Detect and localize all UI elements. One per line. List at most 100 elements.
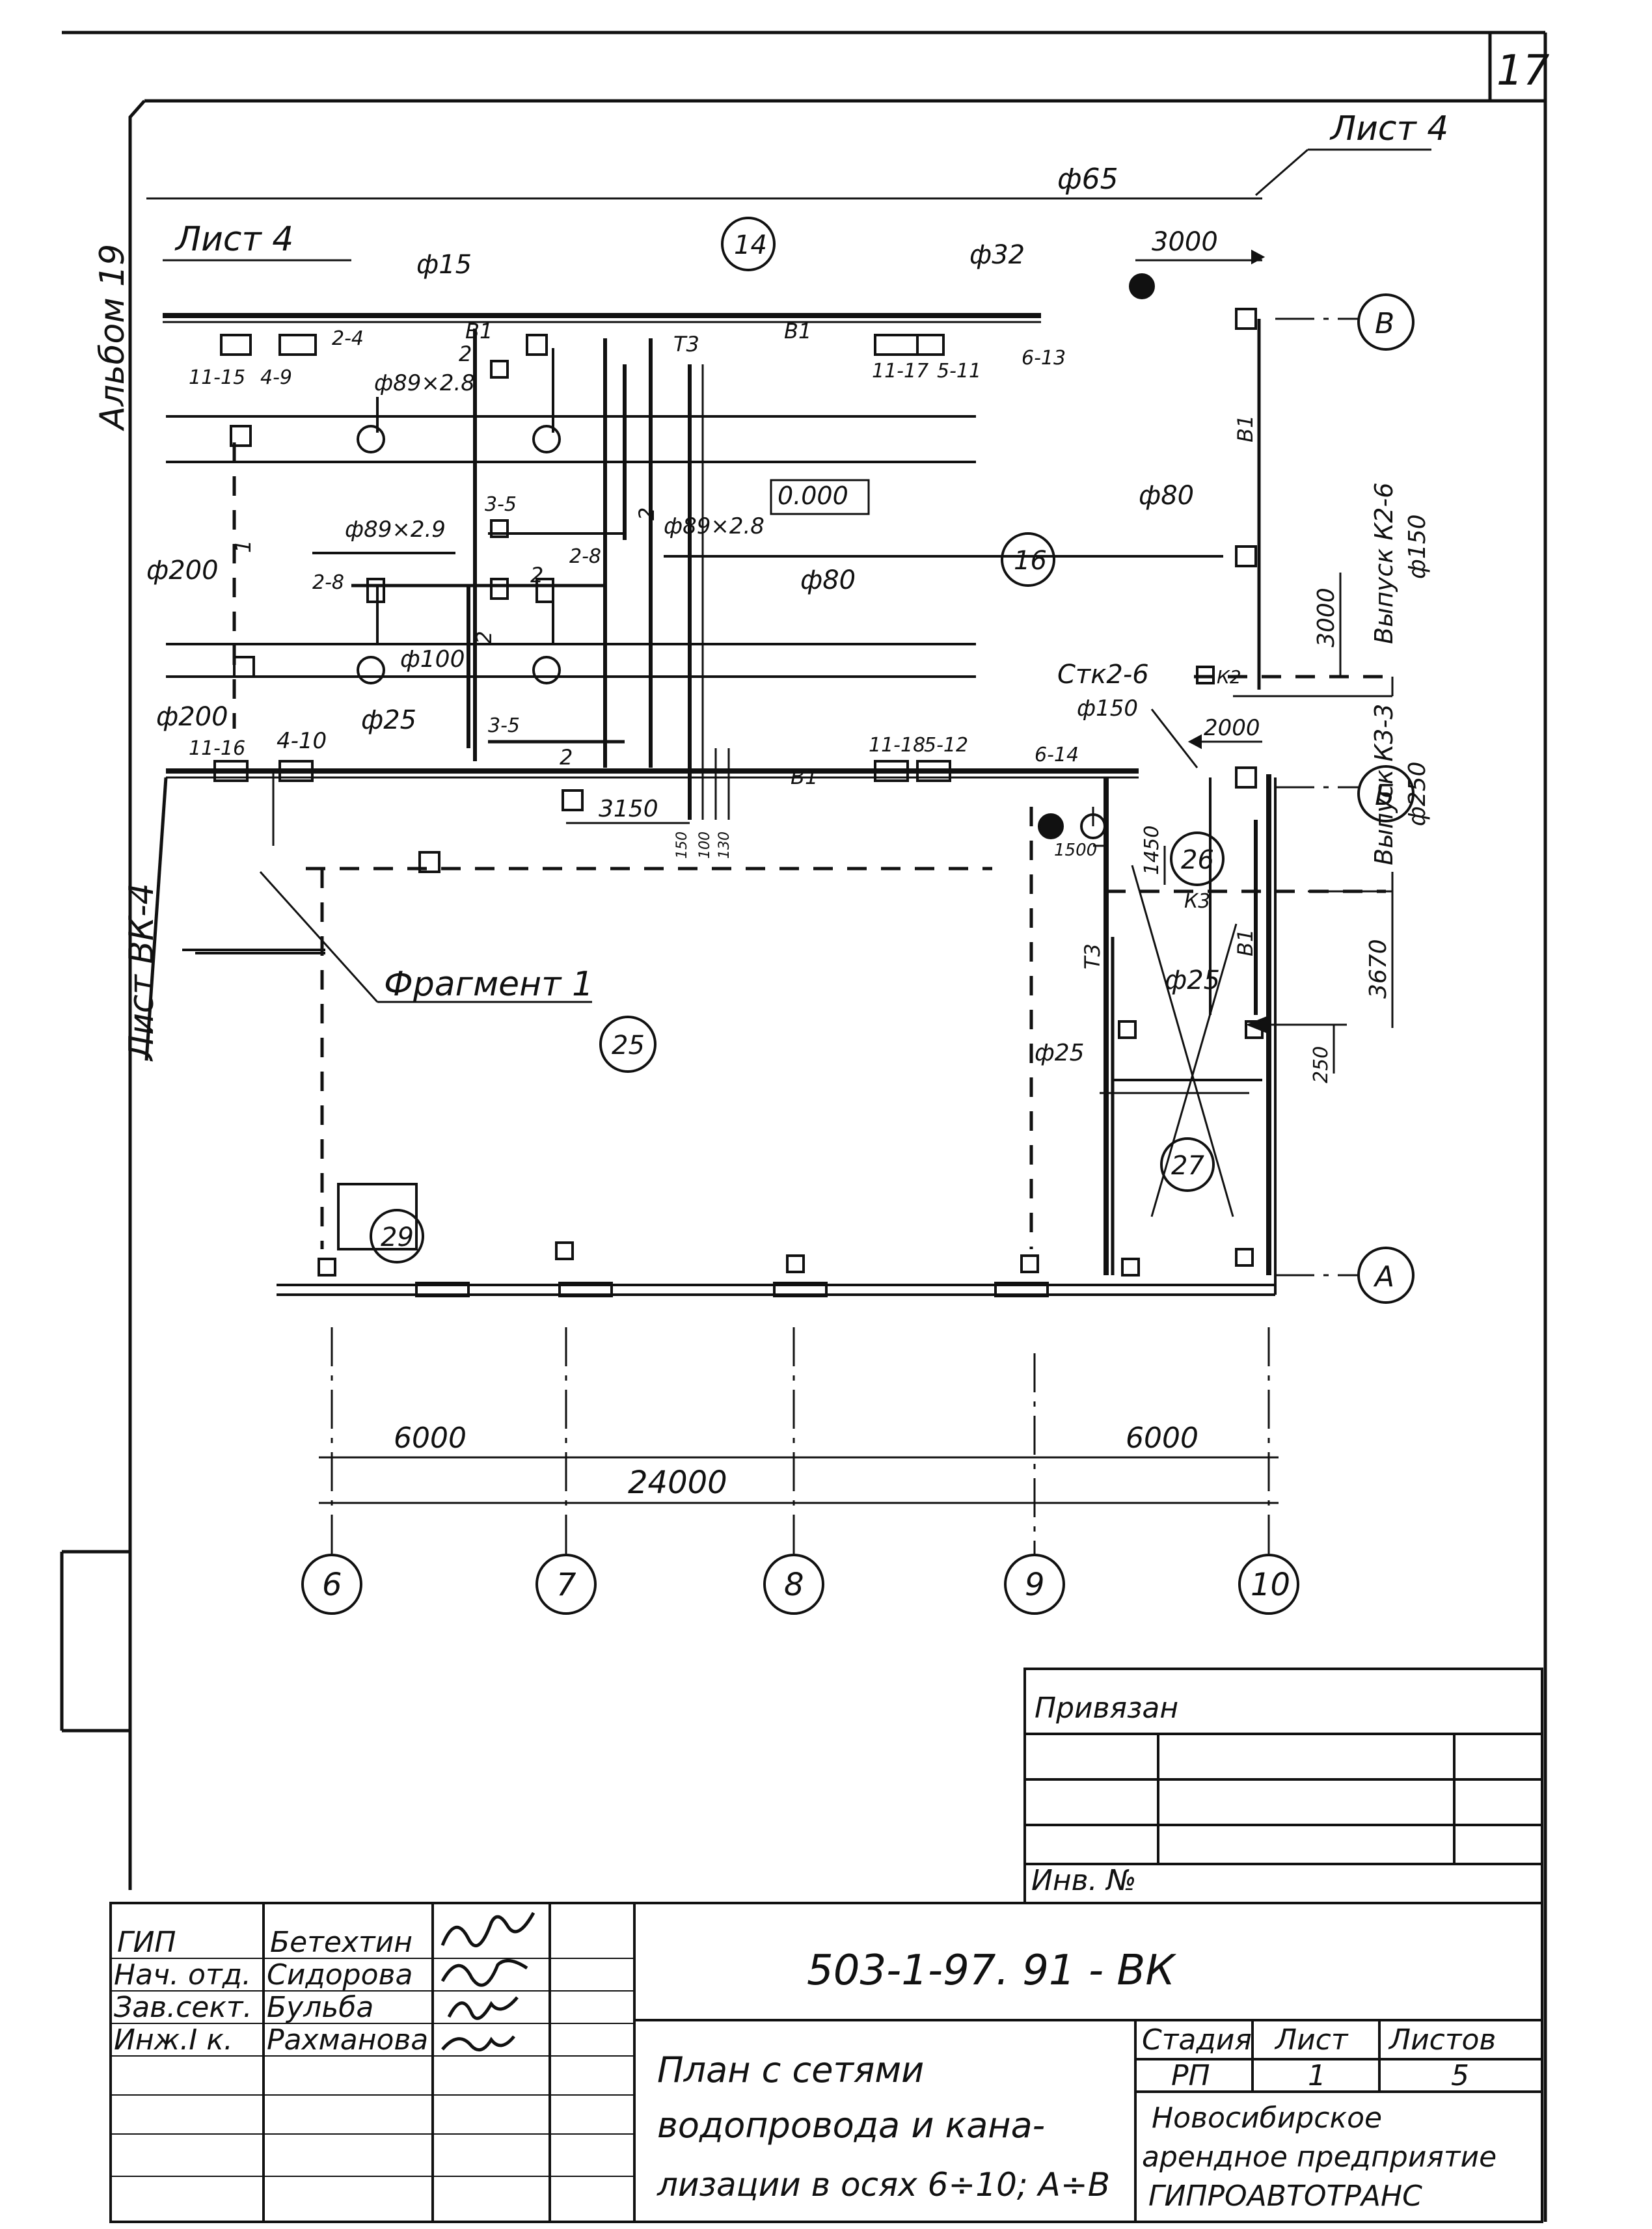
pipe-label: ф89×2.9 [345,517,446,543]
dimension-value: 100 [697,831,713,859]
room-number: 27 [1171,1151,1204,1181]
inventory-number-label: Инв. № [1031,1864,1136,1897]
fixture-code: 11-18 [869,734,925,757]
dimension-value: 130 [716,831,733,859]
privyazan-block [1023,1668,1543,1904]
row-axis-markers: В Б А [1357,293,1415,1304]
line-code: 2 [472,631,496,644]
outlet-label: Выпуск К2-6 [1370,483,1398,644]
fixture-labels: 11-15 4-9 2-4 11-17 5-11 6-13 3-5 2-8 2-… [189,327,1079,766]
fixture-code: 2-4 [332,327,364,350]
axis-bubble [1357,765,1415,822]
fixture-code: 3-5 [485,493,517,516]
line-code: К2 [1217,666,1241,688]
elevation-frame [770,479,870,515]
organization-line-1: Новосибирское [1152,2101,1382,2135]
pipe-label: ф89×2.8 [374,370,475,396]
axis-label: Б [1375,779,1394,812]
outlet-diameter: ф150 [1077,696,1138,722]
sheet-value: 1 [1308,2059,1326,2092]
fixture-code: 3-5 [488,714,520,737]
pipe-label: ф200 [146,556,219,586]
organization-line-2: арендное предприятие [1142,2141,1496,2174]
pipe-label: ф100 [400,646,465,673]
room-marker [599,1016,657,1073]
line-code: 2 [634,507,659,520]
axis-bubble [1357,293,1415,351]
pipe-label: ф80 [800,565,856,595]
axis-bubble [1004,1554,1065,1615]
staff-name: Бульба [267,1991,373,2024]
dimension-value: 3000 [1152,227,1218,257]
line-code: В1 [1233,415,1258,442]
outer-wall [277,777,1277,1297]
axis-gridlines [331,317,1360,1555]
room-number: 25 [612,1031,645,1060]
fixture-code: 11-16 [189,737,245,760]
drawing-title-line-1: План с сетями [657,2049,924,2090]
room-number: 14 [734,230,767,260]
line-code: В1 [784,319,811,344]
fixture-code: 4-9 [260,366,292,389]
fixtures [213,273,1264,1277]
dimension-value: 150 [674,831,690,859]
axis-bubble [1357,1247,1415,1304]
outlet-diameter: ф250 [1404,762,1431,827]
line-code: В1 [465,319,493,344]
pipe-label: ф32 [969,240,1025,270]
line-code: Т3 [1080,943,1105,969]
document-code: 503-1-97. 91 - ВК [807,1947,1176,1995]
fragment-label: Фрагмент 1 [384,965,593,1004]
line-code: В1 [1233,929,1258,956]
axis-bubble [1238,1554,1299,1615]
staff-role: Зав.сект. [114,1991,252,2024]
line-code: 2 [560,745,573,770]
dimension-value: 1450 [1141,826,1163,875]
drawing-title-line-2: водопровода и кана- [657,2105,1045,2146]
sheet-number: 17 [1496,47,1550,95]
staff-role: ГИП [117,1926,176,1959]
pipe-label: ф89×2.8 [664,513,765,539]
fixture-code: 2-8 [312,571,344,594]
room-markers: 14 16 25 26 27 29 [370,217,1225,1263]
outlet-label: Стк2-6 [1057,660,1149,690]
organization-line-3: ГИПРОАВТОТРАНС [1148,2180,1422,2213]
room-marker [1001,532,1055,587]
staff-role: Инж.I к. [114,2023,233,2057]
sheet-frame [60,31,1547,2222]
pipe-label: ф25 [1035,1040,1085,1066]
axis-label: А [1373,1260,1394,1293]
dimension-value: 6000 [1126,1422,1198,1455]
privyazan-label: Привязан [1035,1692,1178,1725]
staff-role: Нач. отд. [114,1958,251,1992]
sheets-value: 5 [1451,2059,1469,2092]
column-axis-markers: 6 7 8 9 10 [301,1554,1299,1615]
axis-label: 9 [1025,1567,1045,1603]
fixture-code: 6-14 [1035,744,1079,766]
axis-label: 10 [1251,1567,1290,1603]
line-code: 2 [530,563,543,588]
line-code: 1 [231,540,256,553]
pipe-label: ф200 [156,702,228,732]
pipe-network [144,197,1271,1275]
dimension-value: 6000 [394,1422,467,1455]
dimension-lines [319,259,1394,1504]
fixture-code: 2-8 [569,545,601,568]
axis-bubble [301,1554,362,1615]
fixture-code: 11-17 [872,360,928,383]
staff-name: Рахманова [267,2023,428,2057]
pipe-label: ф15 [416,250,472,280]
sheet-header: Лист [1274,2023,1349,2057]
outlet-labels: Стк2-6 ф150 Выпуск К2-6 ф150 Выпуск К3-3… [1057,483,1431,865]
album-label: Альбом 19 [93,244,132,431]
sewer-lines [232,442,1389,1249]
leader-lines [163,148,1431,1217]
room-number: 29 [381,1223,414,1252]
arrow-marks [1187,249,1267,1033]
axis-bubble [535,1554,597,1615]
dimension-value: 1500 [1054,841,1097,860]
fixture-code: 6-13 [1022,347,1066,370]
staff-name: Бетехтин [270,1926,413,1959]
pipe-label: ф80 [1139,481,1194,511]
sheet-ref-top-right: Лист 4 [1329,109,1448,148]
